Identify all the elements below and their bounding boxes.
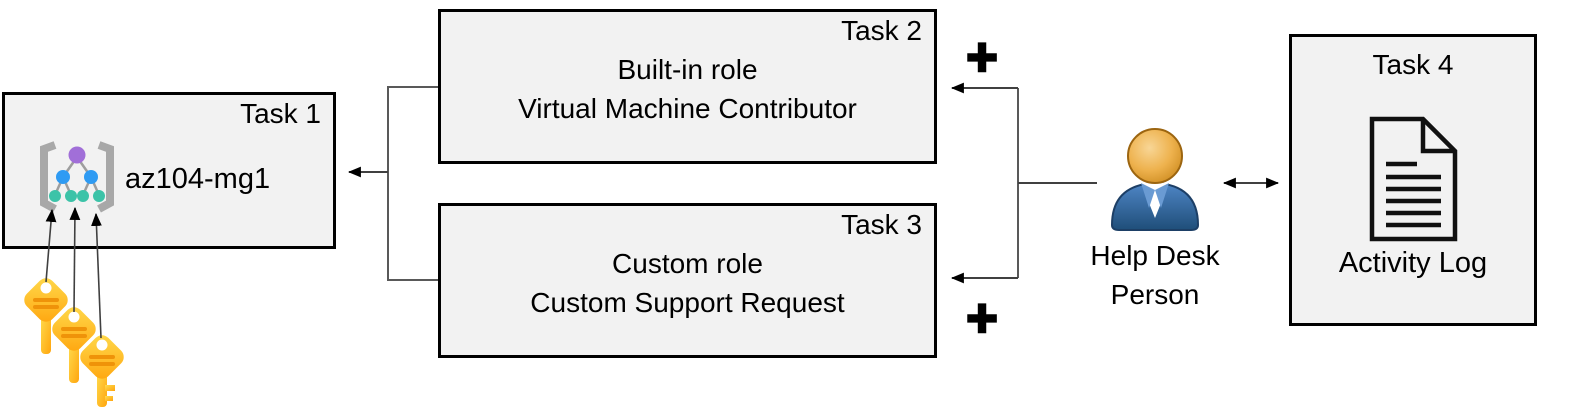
task3-role-type: Custom role [612, 248, 763, 279]
management-group-icon [40, 141, 114, 213]
task2-box: Task 2 Built-in role Virtual Machine Con… [438, 9, 937, 164]
management-group-name: az104-mg1 [125, 163, 271, 195]
task3-role-name: Custom Support Request [530, 287, 845, 318]
task2-role-name: Virtual Machine Contributor [518, 93, 857, 124]
plus-icon-top: + [965, 26, 999, 89]
task4-tag: Task 4 [1372, 49, 1454, 80]
activity-log-label: Activity Log [1338, 247, 1488, 279]
plus-icon-bottom: + [965, 287, 999, 350]
task2-tag: Task 2 [841, 15, 922, 46]
task2-role-type: Built-in role [617, 54, 758, 85]
task1-tag: Task 1 [240, 98, 321, 129]
key-icon-1 [24, 278, 68, 354]
task3-box: Task 3 Custom role Custom Support Reques… [438, 203, 937, 358]
person-label: Help Desk Person [1090, 240, 1220, 310]
key-icons [24, 278, 124, 407]
document-icon [1369, 116, 1458, 242]
task1-box: Task 1 az104-mg1 [2, 92, 336, 249]
bracket-task2-task3 [387, 86, 438, 281]
task4-box: Task 4 Activity Log [1289, 34, 1537, 326]
task3-tag: Task 3 [841, 209, 922, 240]
key-icon-2 [52, 307, 96, 383]
person-icon [1110, 128, 1200, 231]
key-icon-3 [80, 335, 124, 407]
